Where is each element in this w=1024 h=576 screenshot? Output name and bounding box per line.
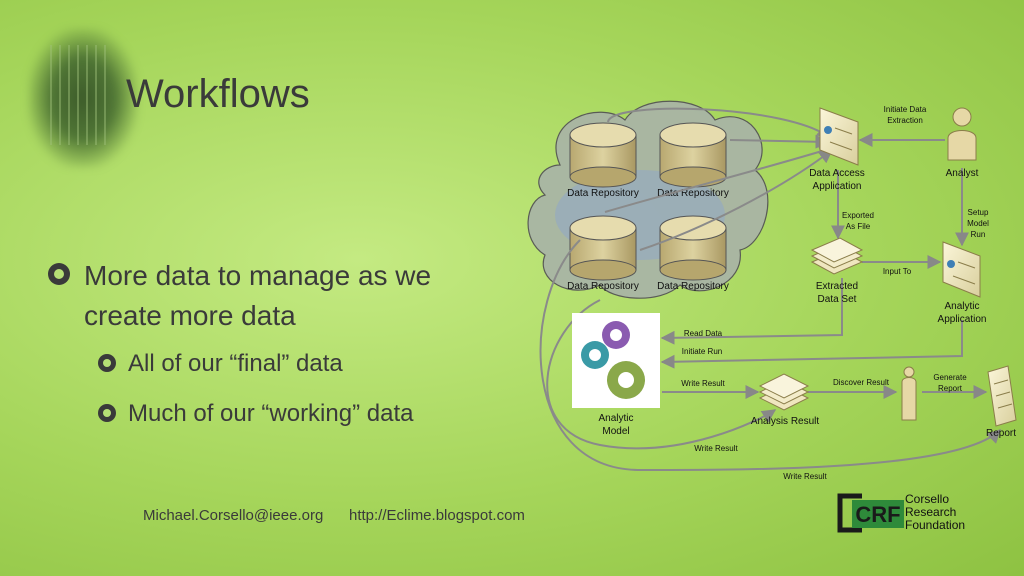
node-label-extracted-2: Data Set (818, 294, 857, 305)
analyst-person-icon (947, 107, 977, 161)
analysis-result-icon (758, 373, 810, 411)
edge-label-input-to: Input To (883, 267, 912, 276)
data-repository-icon (569, 215, 637, 281)
circuit-lines-decoration (50, 45, 110, 145)
bullet-text: More data to manage as we create more da… (84, 260, 432, 331)
node-label-analyst: Analyst (946, 168, 979, 179)
footer-email: Michael.Corsello@ieee.org (143, 507, 324, 524)
edge-label-exported-2: As File (846, 222, 871, 231)
logo-line: Research (905, 505, 957, 519)
edge-label-generate-1: Generate (933, 373, 967, 382)
node-label-extracted-1: Extracted (816, 281, 858, 292)
edge-label-generate-2: Report (938, 384, 963, 393)
node-label-data-access-2: Application (813, 181, 862, 192)
data-access-application-icon (819, 107, 859, 166)
edge-label-exported-1: Exported (842, 211, 874, 220)
edge-label-write-result: Write Result (681, 379, 725, 388)
extracted-data-set-icon (810, 237, 864, 275)
bullet-text: Much of our “working” data (128, 400, 414, 427)
slide-title: Workflows (126, 72, 310, 116)
node-label-repo3: Data Repository (567, 281, 639, 292)
node-label-model-2: Model (602, 426, 629, 437)
analytic-application-icon (942, 241, 981, 298)
node-label-report: Report (986, 428, 1016, 439)
report-document-icon (987, 365, 1017, 427)
edge-label-setup-3: Run (971, 230, 986, 239)
crf-logo: CRF (837, 493, 904, 533)
edge-label-initiate-run: Initiate Run (682, 347, 722, 356)
node-label-repo1: Data Repository (567, 188, 639, 199)
edge-label-setup-1: Setup (968, 208, 989, 217)
logo-mark: CRF (855, 502, 900, 527)
node-label-analytic-app-1: Analytic (944, 301, 979, 312)
node-label-model-1: Analytic (598, 413, 633, 424)
edge-label-initiate-1: Initiate Data (884, 105, 927, 114)
node-label-repo4: Data Repository (657, 281, 729, 292)
bullet-marker-icon (48, 263, 70, 285)
bullet-level2: All of our “final” data (98, 348, 343, 380)
logo-text: Corsello Research Foundation (905, 493, 965, 532)
bullet-level2: Much of our “working” data (98, 398, 413, 430)
node-label-analysis-result: Analysis Result (751, 416, 820, 427)
edge-label-write-result: Write Result (783, 472, 827, 481)
edge-label-write-result: Write Result (694, 444, 738, 453)
edge-label-discover-result: Discover Result (833, 378, 890, 387)
bullet-marker-icon (98, 354, 116, 372)
node-label-analytic-app-2: Application (938, 314, 987, 325)
bullet-marker-icon (98, 404, 116, 422)
circuit-board-decoration (28, 28, 138, 168)
gears-icon (581, 321, 645, 399)
logo-line: Corsello (905, 492, 950, 506)
node-label-repo2: Data Repository (657, 188, 729, 199)
bullet-text: All of our “final” data (128, 350, 343, 377)
footer-url: http://Eclime.blogspot.com (349, 507, 525, 524)
edge-label-setup-2: Model (967, 219, 989, 228)
edge-label-read-data: Read Data (684, 329, 723, 338)
logo-line: Foundation (905, 518, 966, 532)
data-repository-icon (659, 122, 727, 188)
bullet-level1: More data to manage as we create more da… (48, 256, 508, 336)
data-repository-icon (659, 215, 727, 281)
node-label-data-access-1: Data Access (809, 168, 865, 179)
edge-label-initiate-2: Extraction (887, 116, 923, 125)
person-icon (901, 366, 917, 421)
data-repository-icon (569, 122, 637, 188)
